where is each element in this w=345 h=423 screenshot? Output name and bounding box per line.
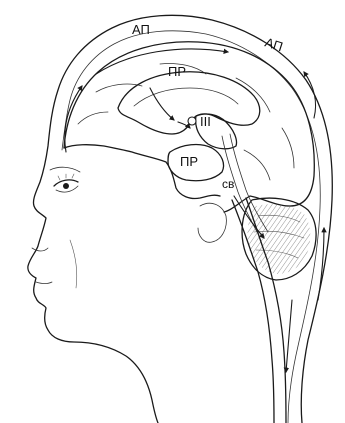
label-ap-right: АП [263, 35, 285, 55]
brain-base-contour [64, 145, 220, 199]
gyrus-line-1 [96, 84, 142, 92]
lateral-ventricle [118, 72, 260, 134]
flow-arrow-lateral-ventricle [150, 88, 174, 120]
flow-arrow-spinal-down [286, 300, 292, 372]
flow-arrow-spinal-up [318, 228, 324, 300]
label-pr-lower: ПР [180, 154, 198, 169]
eye-pupil [63, 183, 69, 189]
label-ap-top: АП [132, 22, 150, 37]
nostril [32, 248, 48, 251]
cerebellum-hatching [248, 204, 311, 274]
gyrus-line-4 [282, 128, 294, 168]
eye-lashes [58, 174, 74, 180]
gyrus-line-5 [78, 112, 108, 124]
mouth-line [36, 282, 52, 284]
flow-arrow-top [96, 49, 228, 74]
label-sv: св [222, 177, 234, 191]
eyebrow [50, 167, 80, 172]
interventricular-foramen [188, 117, 196, 125]
fornix-arch [134, 88, 238, 106]
cheek-line [70, 240, 77, 288]
label-third-ventricle: III [200, 114, 211, 129]
ear-outline [198, 203, 226, 242]
label-pr-upper: ПР [168, 64, 186, 79]
gyrus-line-6 [244, 150, 270, 180]
